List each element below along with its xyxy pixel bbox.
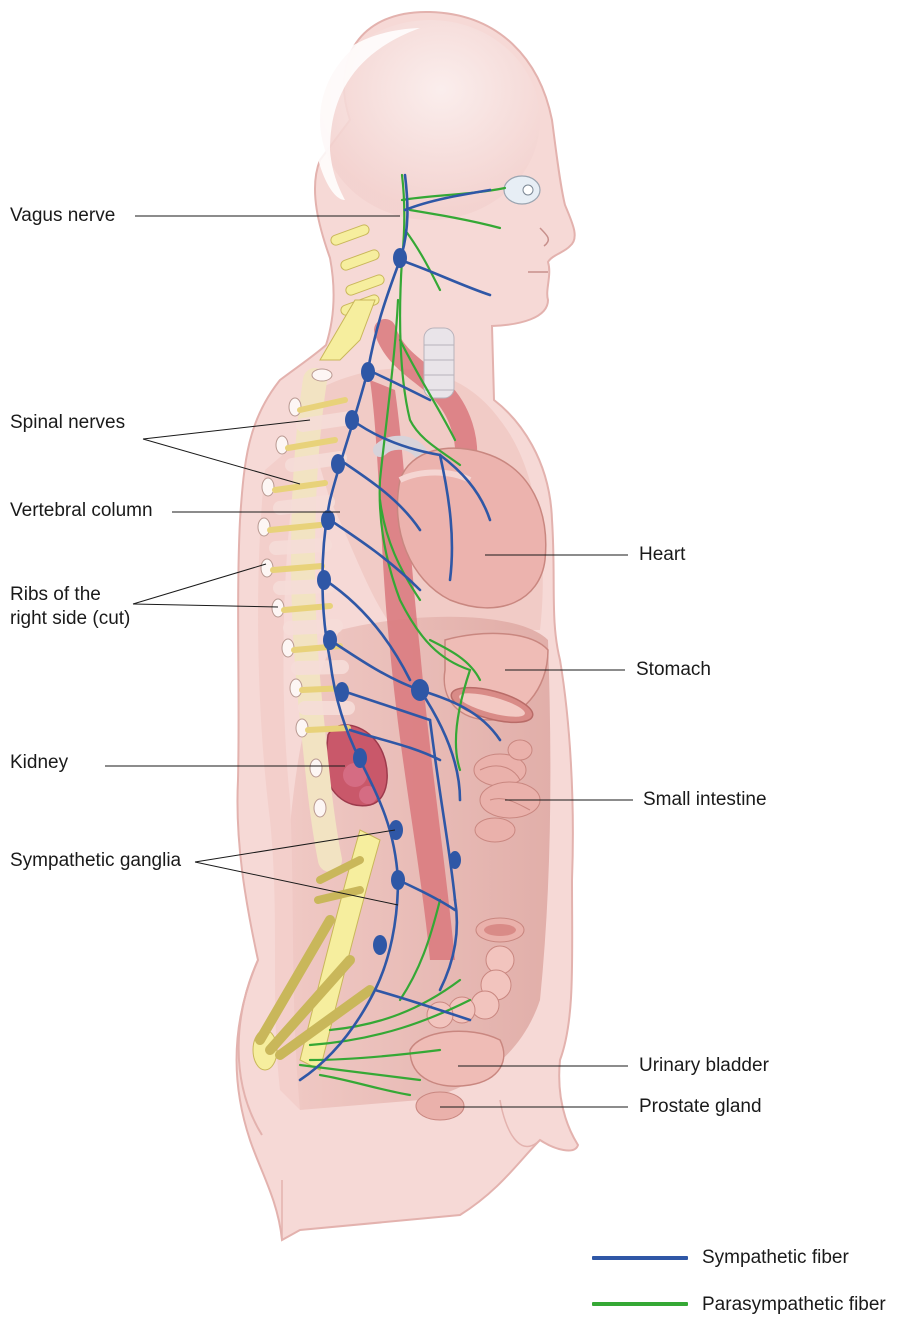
legend-label-parasympathetic: Parasympathetic fiber [702,1293,886,1317]
legend-swatch-parasympathetic [592,1302,688,1306]
label-prostate-gland: Prostate gland [639,1095,762,1119]
legend-label-sympathetic: Sympathetic fiber [702,1246,849,1270]
label-stomach: Stomach [636,658,711,682]
label-kidney: Kidney [10,751,68,775]
label-urinary-bladder: Urinary bladder [639,1054,769,1078]
label-vertebral-column: Vertebral column [10,499,153,523]
label-ribs: Ribs of the right side (cut) [10,583,130,631]
label-vagus-nerve: Vagus nerve [10,204,115,228]
label-sympathetic-ganglia: Sympathetic ganglia [10,849,181,873]
label-small-intestine: Small intestine [643,788,767,812]
label-spinal-nerves: Spinal nerves [10,411,125,435]
eye [504,176,540,204]
label-heart: Heart [639,543,685,567]
legend-swatch-sympathetic [592,1256,688,1260]
urinary-bladder [410,1031,504,1086]
prostate-gland [416,1092,464,1120]
